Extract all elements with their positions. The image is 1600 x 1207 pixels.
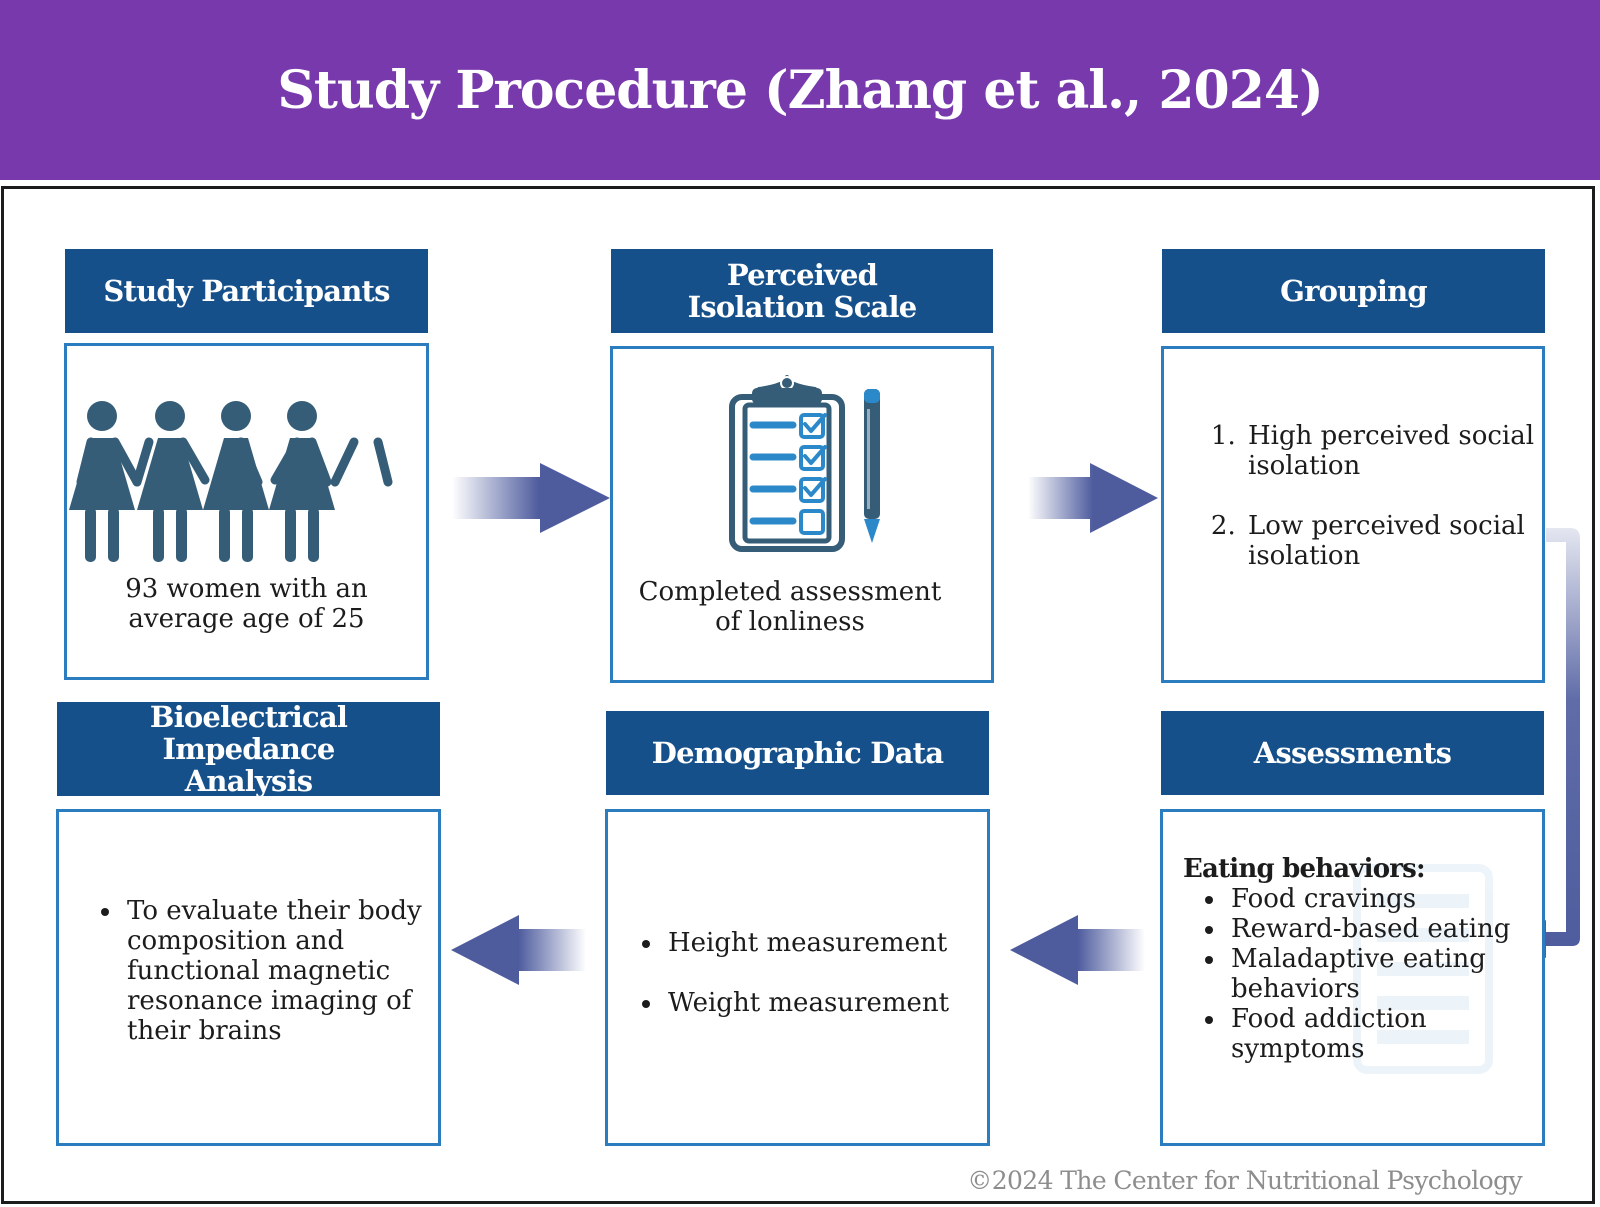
grouping-box: High perceived social isolation Low perc… xyxy=(1161,346,1545,683)
clipboard-checklist-icon xyxy=(729,375,880,552)
participants-header: Study Participants xyxy=(65,249,428,333)
arrow-right-icon xyxy=(452,463,610,533)
connector-arrow-icon xyxy=(1510,528,1580,958)
bioelectrical-header: Bioelectrical Impedance Analysis xyxy=(57,701,440,797)
assessments-header: Assessments xyxy=(1161,711,1544,795)
arrow-left-icon xyxy=(1010,915,1145,985)
pencil-icon xyxy=(864,389,880,543)
demographic-list: Height measurement Weight measurement xyxy=(636,928,1004,1018)
faded-document-icon xyxy=(1353,864,1493,1074)
grouping-header: Grouping xyxy=(1162,249,1545,333)
page-title: Study Procedure (Zhang et al., 2024) xyxy=(277,59,1323,121)
title-banner: Study Procedure (Zhang et al., 2024) xyxy=(0,0,1600,180)
demographic-box: Height measurement Weight measurement xyxy=(605,809,990,1146)
grouping-item-low: Low perceived social isolation xyxy=(1244,511,1554,571)
demographic-item-height: Height measurement xyxy=(664,928,1004,958)
assessments-item-cravings: Food cravings xyxy=(1227,884,1517,914)
isolation-text-line2: of lonliness xyxy=(715,607,865,637)
demographic-header: Demographic Data xyxy=(606,711,989,795)
demographic-item-weight: Weight measurement xyxy=(664,988,1004,1018)
participants-text-line1: 93 women with an xyxy=(125,574,368,604)
assessments-item-reward: Reward-based eating xyxy=(1227,914,1517,944)
assessments-list: Food cravings Reward-based eating Malada… xyxy=(1199,884,1517,1064)
isolation-scale-box: Completed assessment of lonliness xyxy=(610,346,994,683)
arrow-right-icon xyxy=(1028,463,1158,533)
isolation-scale-header: Perceived Isolation Scale xyxy=(611,249,993,333)
participants-text-line2: average age of 25 xyxy=(128,604,365,634)
copyright-credit: ©2024 The Center for Nutritional Psychol… xyxy=(967,1166,1522,1195)
arrow-left-icon xyxy=(451,915,586,985)
bioelectrical-item: To evaluate their body composition and f… xyxy=(123,896,443,1046)
bioelectrical-list: To evaluate their body composition and f… xyxy=(95,896,443,1046)
assessments-item-maladaptive: Maladaptive eating behaviors xyxy=(1227,944,1517,1004)
assessments-subheading: Eating behaviors: xyxy=(1183,854,1426,884)
participants-box: 93 women with an average age of 25 xyxy=(64,343,429,680)
bioelectrical-box: To evaluate their body composition and f… xyxy=(56,809,441,1146)
grouping-item-high: High perceived social isolation xyxy=(1244,421,1554,481)
grouping-list: High perceived social isolation Low perc… xyxy=(1208,421,1554,571)
four-women-icon xyxy=(69,401,393,562)
assessments-box: Eating behaviors: Food cravings Reward-b… xyxy=(1160,809,1545,1146)
isolation-text-line1: Completed assessment xyxy=(638,577,942,607)
assessments-item-addiction: Food addiction symptoms xyxy=(1227,1004,1517,1064)
